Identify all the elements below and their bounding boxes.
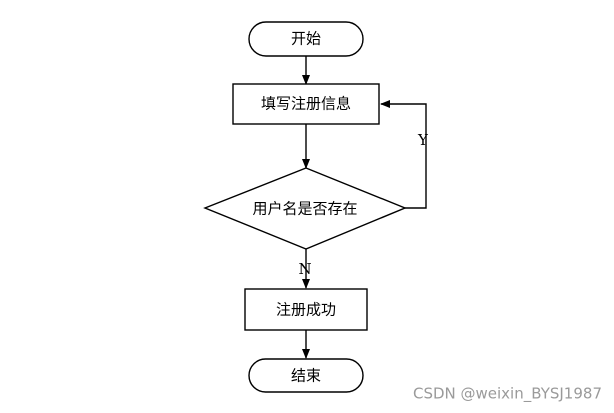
node-start: 开始 [248, 21, 364, 57]
node-register-success-label: 注册成功 [276, 301, 336, 319]
node-fill-info: 填写注册信息 [232, 83, 380, 125]
terminator-shape [248, 358, 364, 393]
node-start-label: 开始 [291, 30, 321, 48]
edge-label-no: N [298, 260, 311, 278]
node-register-success: 注册成功 [244, 288, 368, 331]
terminator-shape [248, 21, 364, 57]
edge-label-yes: Y [417, 131, 429, 149]
connectors [302, 56, 427, 359]
process-shape [244, 288, 368, 331]
node-check-user: 用户名是否存在 [203, 167, 407, 250]
node-check-user-label: 用户名是否存在 [252, 200, 357, 218]
edge-check-user-to-fill-info-yes [380, 100, 427, 209]
node-end-label: 结束 [291, 367, 321, 385]
watermark-text: CSDN @weixin_BYSJ1987 [413, 385, 602, 404]
decision-shape [203, 167, 407, 250]
node-fill-info-label: 填写注册信息 [261, 95, 351, 113]
process-shape [232, 83, 380, 125]
node-end: 结束 [248, 358, 364, 393]
